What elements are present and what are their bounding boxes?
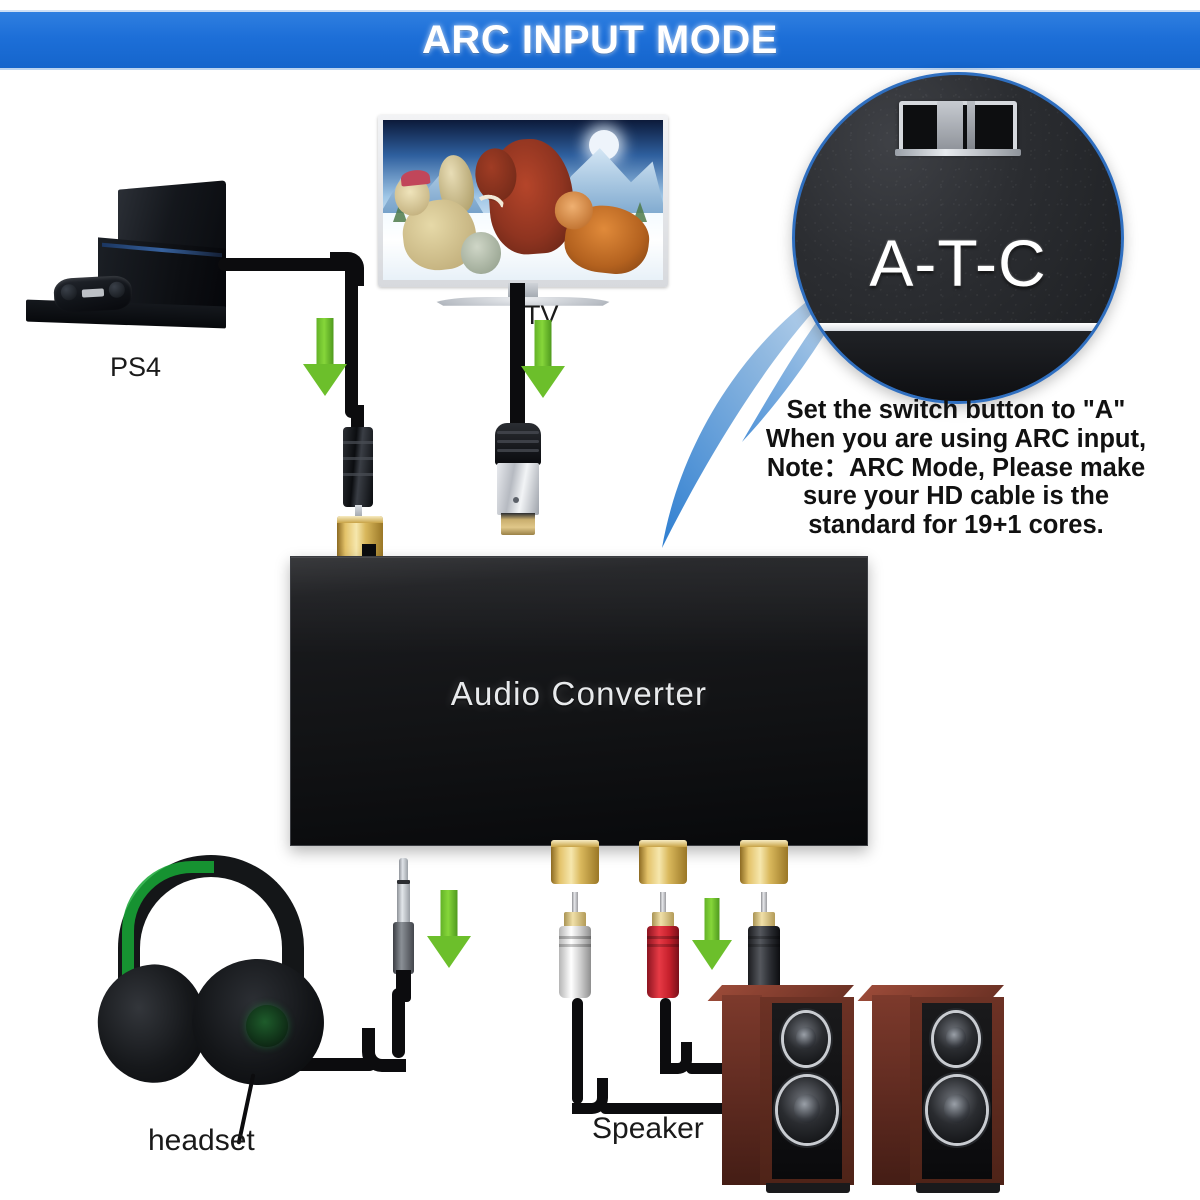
aux-35mm-plug bbox=[389, 858, 419, 1002]
hdmi-contact-tip bbox=[501, 513, 535, 535]
rca-white-cable-bend bbox=[572, 1078, 608, 1114]
aux-tip bbox=[399, 858, 408, 882]
ps4-touchpad bbox=[81, 288, 105, 298]
arrow-shaft bbox=[704, 898, 720, 942]
arrow-head bbox=[303, 364, 347, 396]
hdmi-boot-rib bbox=[497, 431, 539, 434]
optical-toslink-plug bbox=[337, 405, 379, 530]
headset-label: headset bbox=[148, 1124, 255, 1157]
atc-label: A-T-C bbox=[869, 226, 1047, 300]
optical-plug-ridge bbox=[343, 473, 373, 476]
tv-screen bbox=[383, 120, 663, 280]
arrow-to-hdmi-port bbox=[521, 320, 565, 398]
aux-shaft bbox=[397, 884, 410, 924]
television bbox=[378, 115, 668, 315]
speaker-label: Speaker bbox=[592, 1112, 704, 1145]
instruction-line-1: Set the switch button to "A" bbox=[786, 396, 1126, 424]
hdmi-strain-relief bbox=[495, 423, 541, 465]
converter-sheen bbox=[291, 557, 867, 655]
speaker-foot bbox=[916, 1183, 1000, 1193]
rca-pin bbox=[572, 892, 578, 916]
aux-ring bbox=[397, 880, 410, 884]
speaker-left bbox=[707, 985, 854, 1193]
instruction-line-2: When you are using ARC input, bbox=[765, 424, 1147, 453]
hdmi-boot-rib bbox=[497, 440, 539, 443]
arrow-head bbox=[692, 940, 732, 970]
speaker-tweeter bbox=[934, 1013, 978, 1065]
rca-output-port-right bbox=[639, 840, 687, 884]
speaker-foot bbox=[766, 1183, 850, 1193]
instruction-text-block: Set the switch button to "A" When you ar… bbox=[730, 396, 1182, 540]
optical-plug-tip bbox=[355, 505, 362, 521]
rca-white-cable-horizontal bbox=[600, 1103, 730, 1114]
arrow-head bbox=[427, 936, 471, 968]
speaker-side-panel bbox=[872, 995, 912, 1185]
speaker-tweeter bbox=[784, 1013, 828, 1065]
arrow-shaft bbox=[534, 320, 552, 368]
rca-barrel bbox=[647, 926, 679, 998]
gaming-headset bbox=[90, 855, 346, 1145]
rca-pin bbox=[660, 892, 666, 916]
rca-red-cable-vertical bbox=[660, 998, 671, 1068]
device-edge-highlight bbox=[801, 323, 1115, 331]
ps4-cable-bend bbox=[330, 252, 364, 286]
ps4-controller bbox=[53, 274, 133, 314]
optical-plug-body bbox=[343, 427, 373, 507]
bookshelf-speaker-pair bbox=[707, 985, 1004, 1197]
scene-sloth-hat bbox=[400, 168, 431, 187]
rca-output-port-left bbox=[551, 840, 599, 884]
device-edge-shadow bbox=[795, 331, 1121, 401]
arrow-to-rca-outputs bbox=[692, 898, 732, 970]
arrow-to-aux-output bbox=[427, 890, 471, 968]
ps4-console bbox=[10, 180, 235, 335]
arrow-to-optical-port bbox=[303, 318, 347, 396]
headset-logo bbox=[246, 1005, 288, 1047]
coaxial-output-port bbox=[740, 840, 788, 884]
tv-bezel bbox=[378, 115, 668, 287]
arrow-head bbox=[521, 366, 565, 398]
speaker-woofer bbox=[928, 1077, 986, 1143]
instruction-line-3: Note：ARC Mode, Please make bbox=[766, 453, 1146, 482]
rca-plug-white bbox=[555, 892, 595, 1010]
page-title: ARC INPUT MODE bbox=[422, 17, 778, 62]
ps4-cable-vertical bbox=[345, 258, 358, 418]
converter-brand-label: Audio Converter bbox=[450, 675, 708, 712]
ps4-cable-horizontal bbox=[218, 258, 358, 271]
hdmi-boot-rib bbox=[497, 449, 539, 452]
switch-slider-edge bbox=[967, 101, 975, 153]
speaker-woofer bbox=[778, 1077, 836, 1143]
instruction-line-5: standard for 19+1 cores. bbox=[808, 511, 1104, 540]
optical-plug-ridge bbox=[343, 457, 373, 460]
speaker-side-panel bbox=[722, 995, 762, 1185]
switch-slider-knob[interactable] bbox=[937, 101, 963, 153]
rca-barrel bbox=[559, 926, 591, 998]
ps4-label: PS4 bbox=[110, 352, 162, 382]
headset-green-accent bbox=[122, 861, 214, 981]
switch-callout-circle: A-T-C bbox=[792, 72, 1124, 404]
instruction-line-4: sure your HD cable is the bbox=[802, 482, 1110, 511]
rca-plug-red bbox=[643, 892, 683, 1010]
speaker-right bbox=[857, 985, 1004, 1193]
rca-pin bbox=[761, 892, 767, 916]
hdmi-screw bbox=[513, 497, 519, 503]
rca-collar bbox=[753, 912, 775, 928]
rca-red-cable-horizontal bbox=[686, 1063, 746, 1074]
rca-collar bbox=[652, 912, 674, 928]
arrow-shaft bbox=[440, 890, 458, 938]
switch-base-plate bbox=[895, 149, 1021, 156]
aux-barrel bbox=[393, 922, 414, 974]
rca-collar bbox=[564, 912, 586, 928]
atc-slide-switch[interactable] bbox=[899, 101, 1017, 153]
hdmi-metal-shell bbox=[497, 463, 539, 515]
rca-red-cable-bend bbox=[660, 1042, 692, 1074]
optical-cable-stub bbox=[351, 405, 364, 431]
scene-possum bbox=[461, 232, 501, 274]
header-banner: ARC INPUT MODE bbox=[0, 10, 1200, 70]
optical-plug-ridge bbox=[343, 441, 373, 444]
rca-white-cable-vertical bbox=[572, 998, 583, 1104]
audio-converter-device: Audio Converter bbox=[290, 556, 868, 846]
arrow-shaft bbox=[316, 318, 334, 366]
converter-top-tab bbox=[362, 544, 376, 558]
